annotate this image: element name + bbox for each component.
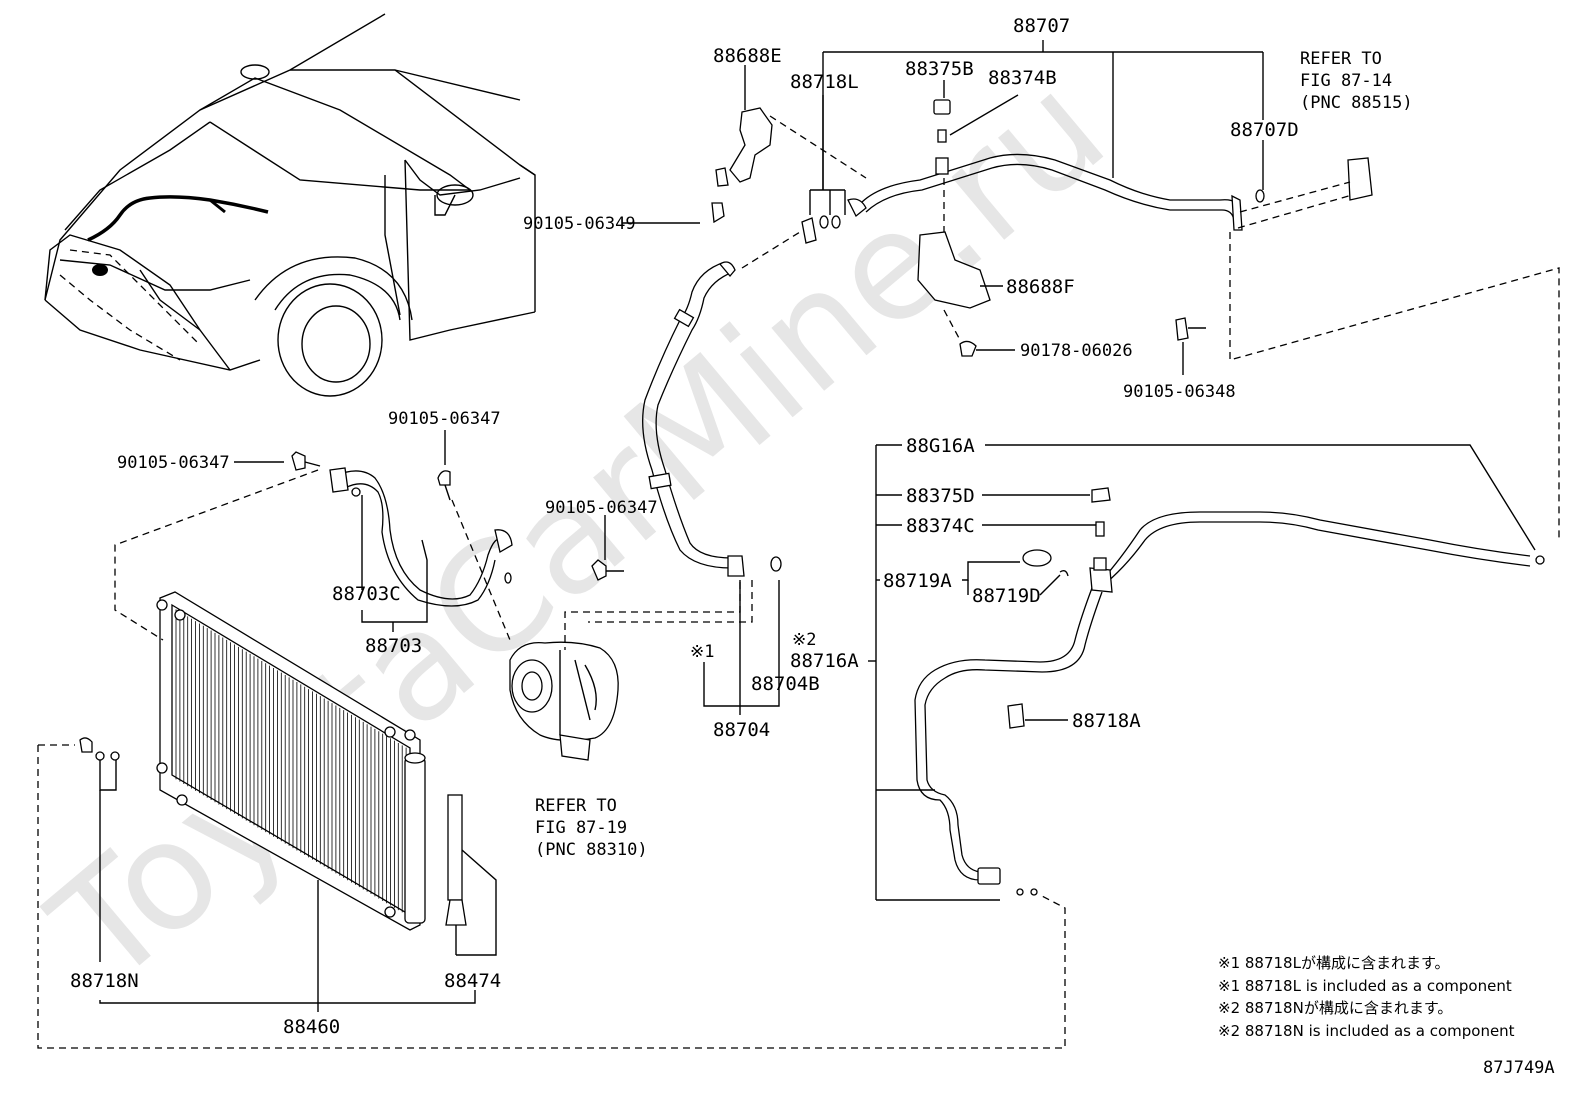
label-88374C: 88374C	[906, 515, 975, 537]
label-88718N: 88718N	[70, 970, 139, 992]
label-88707D: 88707D	[1230, 119, 1299, 141]
label-88474: 88474	[444, 970, 501, 992]
label-88719D: 88719D	[972, 585, 1041, 607]
label-88703C: 88703C	[332, 583, 401, 605]
refer-87-14-line2: FIG 87-14	[1300, 71, 1392, 91]
label-90105-06347-a: 90105-06347	[117, 453, 230, 473]
label-88707: 88707	[1013, 15, 1070, 37]
label-88719A: 88719A	[883, 570, 952, 592]
label-88688E: 88688E	[713, 45, 782, 67]
suction-hose-88704	[591, 261, 782, 581]
refer-87-19-line3: (PNC 88310)	[535, 840, 648, 860]
refer-87-14-line1: REFER TO	[1300, 49, 1382, 69]
label-90105-06347-c: 90105-06347	[545, 498, 658, 518]
label-90105-06348: 90105-06348	[1123, 382, 1236, 402]
tube-88707	[711, 99, 1373, 357]
note-line-1: ※1 88718Lが構成に含まれます。	[1218, 954, 1449, 972]
label-88374B: 88374B	[988, 67, 1057, 89]
label-88688F: 88688F	[1006, 276, 1075, 298]
label-88716A: 88716A	[790, 650, 859, 672]
label-88375B: 88375B	[905, 58, 974, 80]
label-88375D: 88375D	[906, 485, 975, 507]
pipe-88716A	[914, 487, 1545, 896]
note-mark-2: ※2	[792, 630, 816, 650]
discharge-hose-88703	[291, 451, 513, 607]
label-88703: 88703	[365, 635, 422, 657]
refer-87-19-line2: FIG 87-19	[535, 818, 627, 838]
label-88704: 88704	[713, 719, 770, 741]
part-labels: 88707 88688E 88718L 88375B 88374B 88707D…	[70, 15, 1413, 1038]
label-88718A: 88718A	[1072, 710, 1141, 732]
label-90178-06026: 90178-06026	[1020, 341, 1133, 361]
label-90105-06349: 90105-06349	[523, 214, 636, 234]
diagram-id: 87J749A	[1483, 1058, 1555, 1078]
note-line-2: ※1 88718L is included as a component	[1218, 977, 1512, 995]
condenser-assembly	[79, 591, 467, 931]
note-line-4: ※2 88718N is included as a component	[1218, 1022, 1515, 1040]
leader-lines	[99, 40, 1536, 1012]
note-line-3: ※2 88718Nが構成に含まれます。	[1218, 999, 1452, 1017]
footnotes: ※1 88718Lが構成に含まれます。 ※1 88718L is include…	[1218, 954, 1555, 1078]
refer-87-14-line3: (PNC 88515)	[1300, 93, 1413, 113]
compressor-reference	[509, 641, 619, 761]
refer-87-19-line1: REFER TO	[535, 796, 617, 816]
label-88718L: 88718L	[790, 71, 859, 93]
label-88460: 88460	[283, 1016, 340, 1038]
label-90105-06347-b: 90105-06347	[388, 409, 501, 429]
connection-dashes	[37, 115, 1560, 1049]
label-88G16A: 88G16A	[906, 435, 975, 457]
condenser-fins	[175, 609, 407, 915]
label-88704B: 88704B	[751, 673, 820, 695]
vehicle-illustration	[44, 13, 536, 397]
note-mark-1: ※1	[690, 642, 714, 662]
